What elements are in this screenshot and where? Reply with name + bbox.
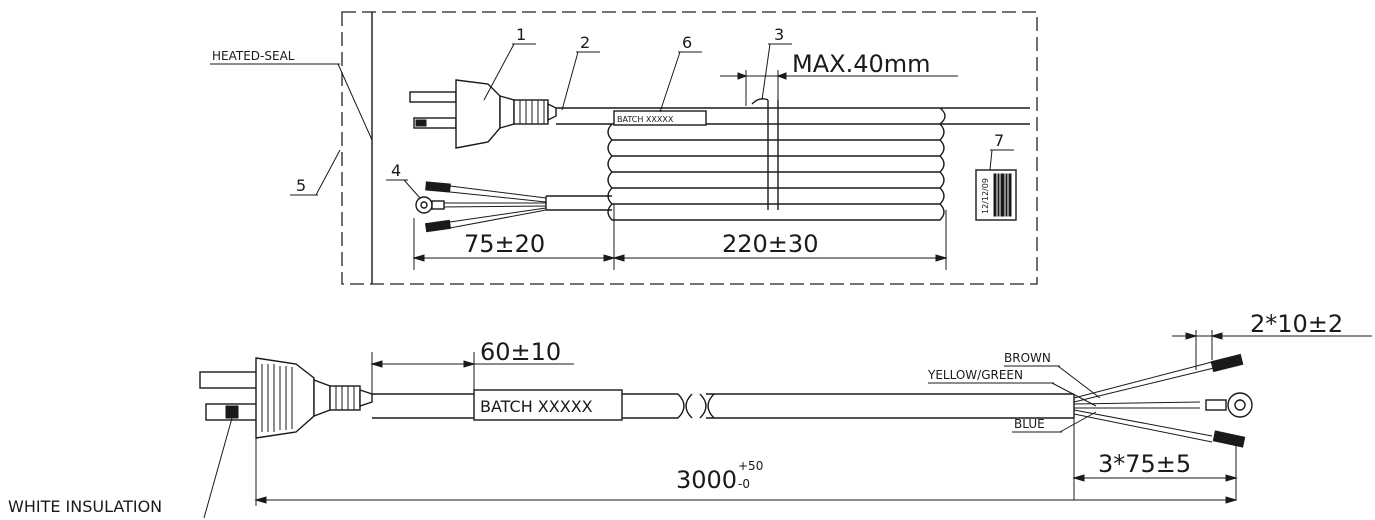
- break-right: [699, 393, 707, 419]
- balloon-2: 2: [580, 33, 590, 52]
- dim-220: 220±30: [722, 230, 818, 258]
- wire-fanout: [1073, 353, 1253, 448]
- break-left: [677, 393, 685, 419]
- balloon-3: 3: [774, 25, 784, 44]
- balloon-5-leader: [315, 149, 341, 196]
- balloon-1: 1: [516, 25, 526, 44]
- balloon-7: 7: [994, 131, 1004, 150]
- dim-3x75: 3*75±5: [1098, 450, 1191, 478]
- package-bag-outline: [341, 11, 1038, 285]
- package-view: HEATED-SEAL 5 BATCH XXXXX: [210, 11, 1038, 285]
- lower-batch-text: BATCH XXXXX: [480, 397, 593, 416]
- white-insulation-label: WHITE INSULATION: [8, 497, 162, 516]
- cable-coil: [607, 107, 946, 221]
- dim-total-tol-lower: -0: [738, 477, 750, 491]
- upper-cable-ends: [415, 181, 612, 233]
- plug-body: [255, 357, 315, 439]
- upper-plug: [409, 79, 557, 149]
- yellow-green-label: YELLOW/GREEN: [927, 368, 1023, 382]
- upper-batch-text: BATCH XXXXX: [617, 115, 674, 124]
- heated-seal-leader: [337, 63, 373, 141]
- heated-seal-label: HEATED-SEAL: [212, 49, 295, 63]
- dim-2x10: 2*10±2: [1250, 310, 1343, 338]
- balloon-4: 4: [391, 161, 401, 180]
- blue-label: BLUE: [1014, 417, 1045, 431]
- white-insulation-leader: [203, 417, 233, 519]
- plug-pin-top: [199, 371, 261, 389]
- blue-terminal: [1212, 430, 1246, 448]
- balloon-6: 6: [682, 33, 692, 52]
- barcode-label: 12/12/09: [975, 169, 1017, 221]
- dim-total-tol-upper: +50: [738, 459, 763, 473]
- dim-75: 75±20: [464, 230, 545, 258]
- cord-view: BATCH XXXXX 60±10 BROWN YELLOW/GREEN: [8, 310, 1372, 519]
- strain-relief: [329, 385, 361, 411]
- lower-batch-tag: [473, 389, 623, 421]
- dim-total: 3000: [676, 466, 737, 494]
- white-insulation-sleeve: [225, 405, 239, 419]
- earth-crimp: [1205, 399, 1227, 411]
- max-length-label: MAX.40mm: [792, 50, 931, 78]
- dim-60: 60±10: [480, 338, 561, 366]
- barcode-text: 12/12/09: [981, 178, 990, 214]
- brown-label: BROWN: [1004, 351, 1051, 365]
- balloon-5: 5: [296, 176, 306, 195]
- brown-terminal: [1210, 353, 1244, 373]
